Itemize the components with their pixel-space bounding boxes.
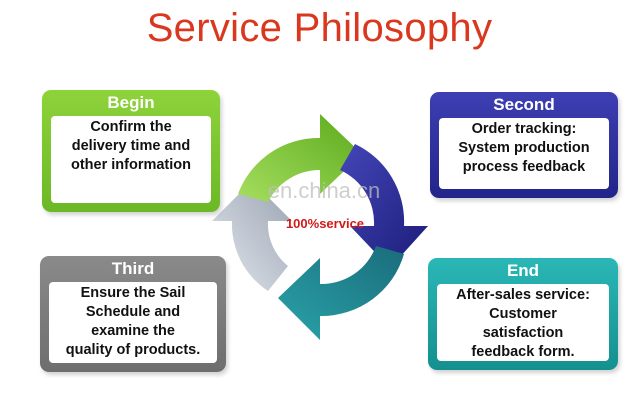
- teal-arrow-icon: [278, 246, 404, 340]
- end-line: After-sales service:: [456, 287, 590, 303]
- second-line: process feedback: [462, 159, 586, 175]
- begin-line: Confirm the: [90, 119, 172, 135]
- end-header: End: [506, 261, 540, 280]
- begin-line: other information: [70, 157, 192, 173]
- watermark-text: en.china.cn: [267, 178, 381, 203]
- green-arrow-icon: [238, 114, 362, 202]
- end-text: After-sales service: Customer satisfacti…: [437, 284, 609, 361]
- end-line: satisfaction: [482, 325, 564, 341]
- second-header: Second: [493, 95, 555, 114]
- page-title: Service Philosophy: [146, 6, 493, 50]
- third-line: Schedule and: [85, 304, 181, 320]
- end-line: Customer: [489, 306, 557, 322]
- end-line: feedback form.: [471, 344, 575, 360]
- end-card: End After-sales service: Customer satisf…: [428, 258, 618, 370]
- third-card: Third Ensure the Sail Schedule and exami…: [40, 256, 226, 372]
- second-text: Order tracking: System production proces…: [439, 118, 609, 189]
- begin-header: Begin: [107, 93, 155, 112]
- third-header: Third: [111, 259, 155, 278]
- third-line: Ensure the Sail: [80, 285, 186, 301]
- second-card: Second Order tracking: System production…: [430, 92, 618, 198]
- third-line: examine the: [91, 323, 175, 339]
- begin-text: Confirm the delivery time and other info…: [51, 116, 211, 203]
- navy-arrow-icon: [340, 144, 428, 268]
- second-line: Order tracking:: [471, 121, 577, 137]
- third-line: quality of products.: [65, 342, 201, 358]
- begin-card: Begin Confirm the delivery time and othe…: [42, 90, 220, 212]
- second-line: System production: [458, 140, 590, 156]
- center-label: 100%service: [285, 216, 365, 231]
- begin-line: delivery time and: [71, 138, 191, 154]
- cycle-diagram: [212, 114, 428, 340]
- third-text: Ensure the Sail Schedule and examine the…: [49, 282, 217, 363]
- gray-arrow-icon: [212, 181, 292, 291]
